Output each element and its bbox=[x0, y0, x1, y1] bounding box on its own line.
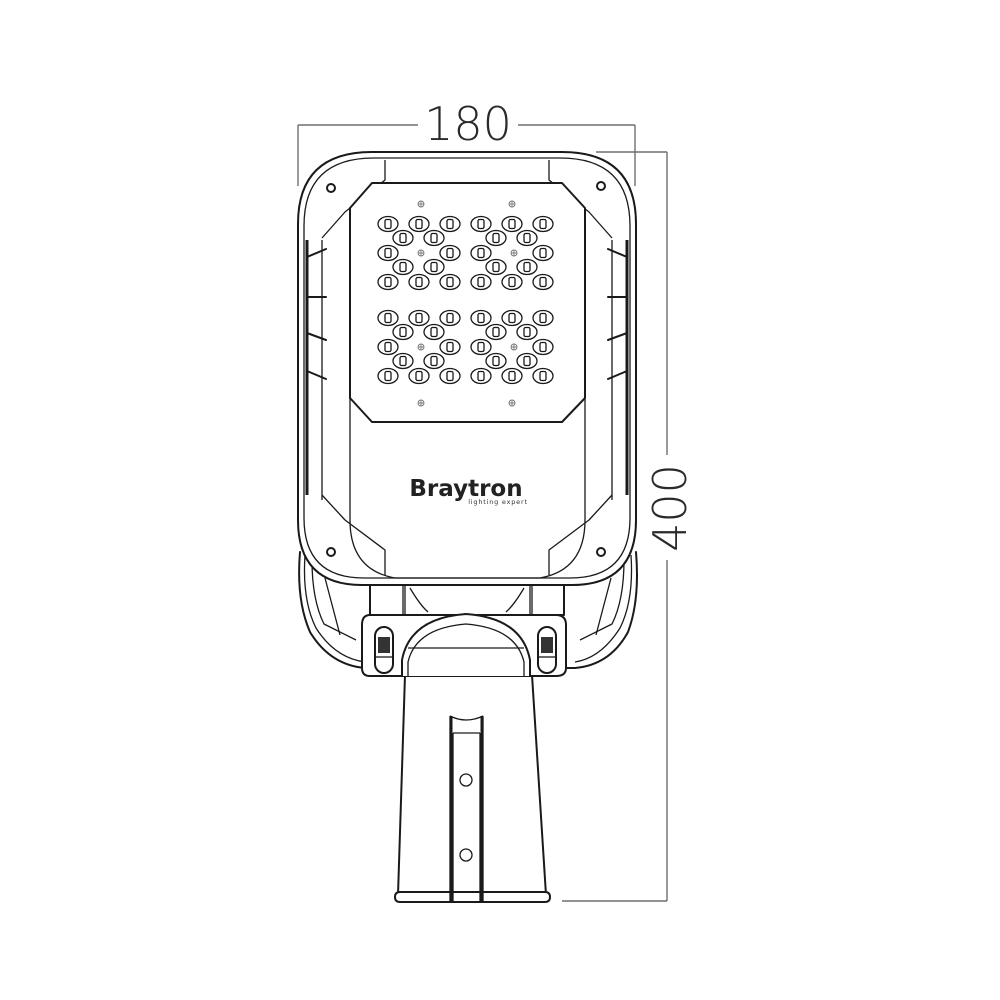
width-dimension: 180 bbox=[297, 97, 636, 186]
bracket bbox=[361, 584, 567, 677]
bolt-hole-icon bbox=[459, 773, 473, 787]
width-dimension-label: 180 bbox=[424, 97, 512, 151]
height-dimension: 400 bbox=[562, 151, 697, 902]
bolt-hole-icon bbox=[459, 848, 473, 862]
pole-adapter bbox=[394, 674, 551, 903]
cooling-fins-right bbox=[548, 160, 629, 575]
led-array bbox=[377, 200, 554, 407]
mounting-hole-icon bbox=[326, 183, 336, 193]
lamp-head: Braytron lighting expert bbox=[297, 151, 637, 586]
brand-name: Braytron bbox=[409, 476, 522, 502]
mounting-hole-icon bbox=[596, 547, 606, 557]
height-dimension-label: 400 bbox=[643, 464, 697, 552]
mounting-hole-icon bbox=[596, 181, 606, 191]
brand-logo: Braytron lighting expert bbox=[409, 476, 527, 506]
mounting-hole-icon bbox=[326, 547, 336, 557]
brand-tagline: lighting expert bbox=[468, 498, 528, 506]
adjustment-knob-left bbox=[374, 626, 394, 674]
adjustment-knob-right bbox=[537, 626, 557, 674]
